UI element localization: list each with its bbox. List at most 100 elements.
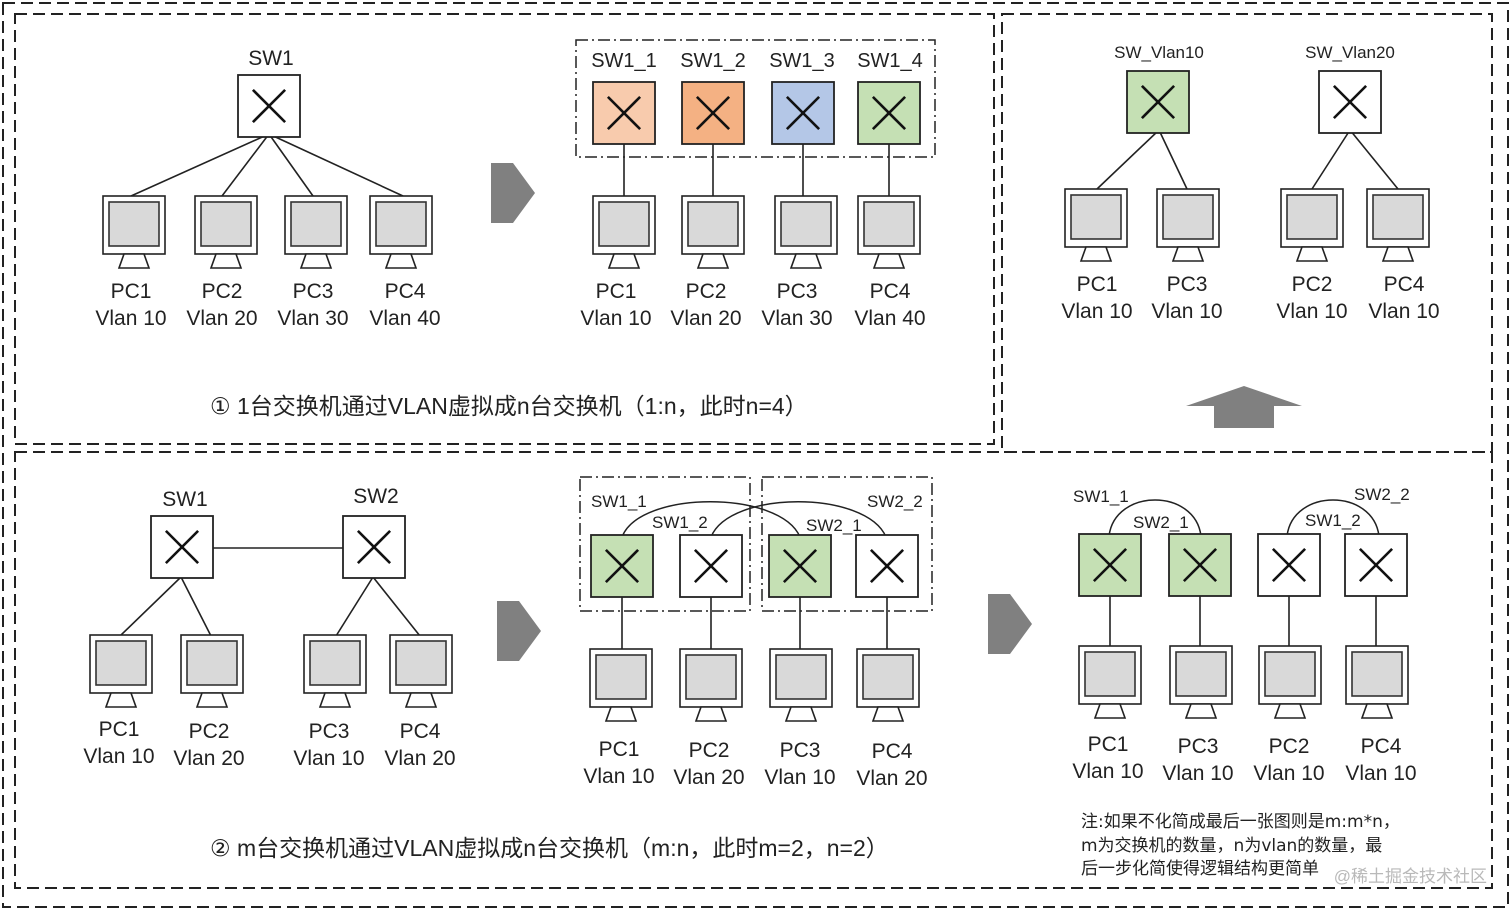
monitor-icon bbox=[592, 195, 656, 269]
p2v-pc-vlan: Vlan 10 bbox=[583, 765, 654, 788]
sw-vlan10-label: SW_Vlan10 bbox=[1114, 43, 1204, 62]
vsw-label: SW1_1 bbox=[591, 50, 657, 72]
monitor-stand bbox=[1184, 703, 1218, 719]
sw1-pc-link bbox=[130, 133, 270, 197]
block-arrow-icon bbox=[988, 594, 1032, 654]
note-line-3: 后一步化简使得逻辑结构更简单 bbox=[1081, 858, 1319, 879]
sw2-group-box bbox=[761, 476, 933, 612]
vpc2-name: PC2 bbox=[686, 280, 727, 303]
p2r-label: SW1_1 bbox=[1073, 487, 1129, 506]
monitor-icon bbox=[89, 634, 153, 708]
switch-cross bbox=[695, 95, 731, 131]
monitor-icon bbox=[856, 648, 920, 722]
monitor-stand bbox=[694, 706, 728, 722]
vpc4-vlan: Vlan 40 bbox=[854, 307, 925, 330]
watermark: @稀土掘金技术社区 bbox=[1334, 867, 1487, 886]
monitor-screen bbox=[1351, 651, 1403, 697]
switch-x-icon bbox=[771, 81, 835, 145]
tr-pc-vlan: Vlan 10 bbox=[1368, 300, 1439, 323]
monitor-icon bbox=[679, 648, 743, 722]
caption-1: ① 1台交换机通过VLAN虚拟成n台交换机（1:n，此时n=4） bbox=[210, 393, 808, 419]
tr-pc-name: PC3 bbox=[1167, 273, 1208, 296]
switch-box bbox=[590, 534, 654, 598]
monitor-screen bbox=[1286, 194, 1338, 240]
tr-pc-vlan: Vlan 10 bbox=[1151, 300, 1222, 323]
p2r-pc-name: PC2 bbox=[1269, 735, 1310, 758]
pc2-vlan: Vlan 20 bbox=[186, 307, 257, 330]
block-arrow-icon bbox=[1186, 386, 1302, 428]
pc3-name: PC3 bbox=[293, 280, 334, 303]
monitor-screen bbox=[1162, 194, 1214, 240]
switch-x-icon bbox=[237, 74, 301, 138]
sw-vlan20-label: SW_Vlan20 bbox=[1305, 43, 1395, 62]
switch-x-icon bbox=[855, 534, 919, 598]
arc-link bbox=[1108, 499, 1202, 537]
p2r-pc-vlan: Vlan 10 bbox=[1162, 762, 1233, 785]
vpc2-vlan: Vlan 20 bbox=[670, 307, 741, 330]
switch-cross bbox=[606, 95, 642, 131]
monitor-screen bbox=[862, 654, 914, 700]
monitor-icon bbox=[857, 195, 921, 269]
monitor-icon bbox=[1345, 645, 1409, 719]
link-line bbox=[335, 576, 374, 637]
monitor-stand bbox=[607, 253, 641, 269]
tr-pc-vlan: Vlan 10 bbox=[1061, 300, 1132, 323]
links bbox=[119, 129, 1399, 649]
switch-cross bbox=[1182, 547, 1218, 583]
p2-sw2-label: SW2 bbox=[353, 485, 399, 508]
monitor-icon bbox=[194, 195, 258, 269]
monitor-screen bbox=[685, 654, 737, 700]
monitor-icon bbox=[681, 195, 745, 269]
p2v-pc-vlan: Vlan 20 bbox=[673, 766, 744, 789]
p2-pc-name: PC4 bbox=[400, 720, 441, 743]
monitor-icon bbox=[589, 648, 653, 722]
arc-link bbox=[621, 501, 801, 538]
note-line-1: 注:如果不化简成最后一张图则是m:m*n， bbox=[1081, 812, 1400, 832]
monitor-icon bbox=[774, 195, 838, 269]
monitor-stand bbox=[1360, 703, 1394, 719]
p2v-pc-name: PC2 bbox=[689, 739, 730, 762]
switch-cross bbox=[164, 529, 200, 565]
tr-pc-name: PC4 bbox=[1384, 273, 1425, 296]
monitor-stand bbox=[784, 706, 818, 722]
monitor-stand bbox=[1295, 246, 1329, 262]
vsw-label: SW1_2 bbox=[680, 50, 746, 72]
sw1-pc-link bbox=[268, 133, 404, 197]
p2r-label: SW2_1 bbox=[1133, 513, 1189, 532]
vpc4-name: PC4 bbox=[870, 280, 911, 303]
p2r-label: SW1_2 bbox=[1305, 511, 1361, 530]
monitor-stand bbox=[1171, 246, 1205, 262]
panel-2-frame bbox=[14, 451, 1493, 889]
switch-cross bbox=[1092, 547, 1128, 583]
monitor-stand bbox=[1079, 246, 1113, 262]
tr-pc-vlan: Vlan 10 bbox=[1276, 300, 1347, 323]
p2-pc-name: PC1 bbox=[99, 718, 140, 741]
p2v-label: SW2_1 bbox=[806, 516, 862, 535]
monitor-screen bbox=[780, 201, 832, 247]
switch-cross bbox=[1332, 84, 1368, 120]
monitor-stand bbox=[696, 253, 730, 269]
monitor-stand bbox=[872, 253, 906, 269]
switch-x-icon bbox=[857, 81, 921, 145]
monitor-screen bbox=[108, 201, 160, 247]
monitor-screen bbox=[1372, 194, 1424, 240]
sw1-group-box bbox=[579, 476, 751, 612]
sw1-label: SW1 bbox=[248, 47, 294, 70]
switch-cross bbox=[1271, 547, 1307, 583]
p2r-pc-vlan: Vlan 10 bbox=[1072, 760, 1143, 783]
switch-cross bbox=[785, 95, 821, 131]
monitor-stand bbox=[1093, 703, 1127, 719]
switch-x-icon bbox=[342, 515, 406, 579]
monitor-screen bbox=[375, 201, 427, 247]
tr-pc-name: PC2 bbox=[1292, 273, 1333, 296]
vsw-label: SW1_3 bbox=[769, 50, 835, 72]
p2r-pc-vlan: Vlan 10 bbox=[1253, 762, 1324, 785]
arrows bbox=[491, 163, 1302, 661]
virtual-group-box bbox=[575, 39, 936, 158]
arc-link bbox=[710, 501, 887, 538]
monitor-icon bbox=[1169, 645, 1233, 719]
tr-pc-name: PC1 bbox=[1077, 273, 1118, 296]
pc1-vlan: Vlan 10 bbox=[95, 307, 166, 330]
monitor-icon bbox=[1366, 188, 1430, 262]
